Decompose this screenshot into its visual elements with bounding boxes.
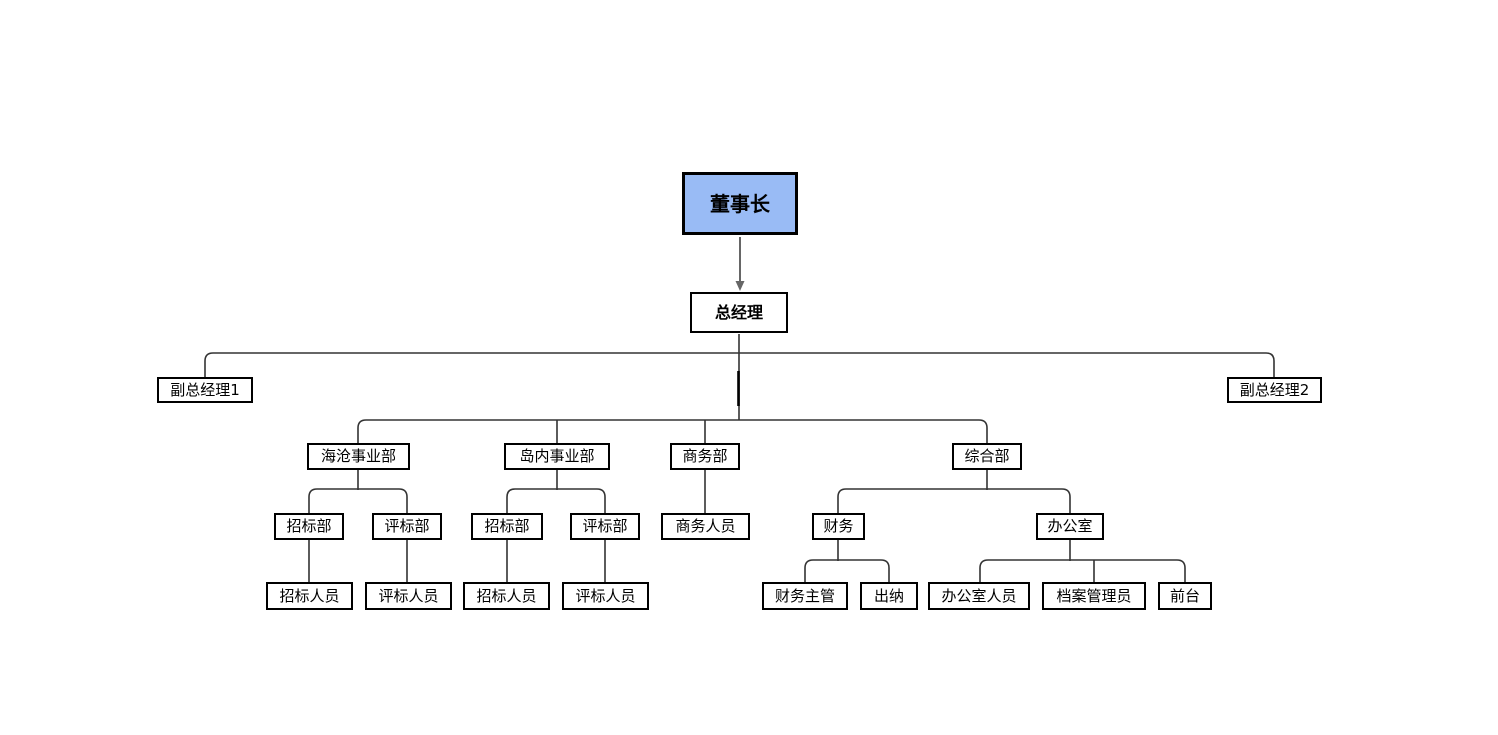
node-finance-supervisor[interactable]: 财务主管 [762,582,848,610]
node-daonei-review-staff-label: 评标人员 [575,586,636,605]
node-office-staff-label: 办公室人员 [941,586,1017,605]
node-daonei-review-dept-label: 评标部 [582,517,628,535]
node-business-dept[interactable]: 商务部 [670,443,740,470]
node-finance-supervisor-label: 财务主管 [774,586,835,605]
node-finance[interactable]: 财务 [812,513,865,540]
connector-office-split [979,540,1186,582]
node-haicang-bidding-dept-label: 招标部 [286,517,332,535]
node-cashier[interactable]: 出纳 [860,582,918,610]
node-front-desk[interactable]: 前台 [1158,582,1212,610]
node-haicang-review-dept-label: 评标部 [384,517,430,535]
arrowhead-down-icon [735,281,745,291]
node-haicang-review-staff-label: 评标人员 [378,586,439,605]
node-daonei-bidding-dept[interactable]: 招标部 [471,513,543,540]
node-archives-admin-label: 档案管理员 [1056,586,1132,605]
node-office-label: 办公室 [1047,517,1093,535]
node-daonei-bidding-staff-label: 招标人员 [476,586,537,605]
node-haicang-division-label: 海沧事业部 [320,447,396,465]
connector-department-rail [357,419,988,443]
node-haicang-bidding-staff-label: 招标人员 [279,586,340,605]
node-daonei-review-staff[interactable]: 评标人员 [562,582,649,610]
node-business-staff-label: 商务人员 [675,517,736,535]
node-general-dept-label: 综合部 [964,447,1010,465]
node-daonei-review-dept[interactable]: 评标部 [570,513,640,540]
node-deputy-gm-1[interactable]: 副总经理1 [157,377,253,403]
node-daonei-bidding-dept-label: 招标部 [484,517,530,535]
connector-haicang-split [308,470,408,513]
node-chairman[interactable]: 董事长 [682,172,798,235]
node-deputy-gm-2-label: 副总经理2 [1239,380,1310,399]
node-business-staff[interactable]: 商务人员 [661,513,750,540]
node-daonei-bidding-staff[interactable]: 招标人员 [463,582,550,610]
connector-finance-split [804,540,890,582]
connector-staff-drops [308,540,606,583]
node-general-dept[interactable]: 综合部 [952,443,1022,470]
node-archives-admin[interactable]: 档案管理员 [1042,582,1146,610]
node-haicang-review-staff[interactable]: 评标人员 [365,582,452,610]
node-daonei-division[interactable]: 岛内事业部 [504,443,610,470]
connector-daonei-split [506,470,606,513]
node-daonei-division-label: 岛内事业部 [519,447,595,465]
node-haicang-bidding-dept[interactable]: 招标部 [274,513,344,540]
node-front-desk-label: 前台 [1169,586,1200,605]
node-office[interactable]: 办公室 [1036,513,1104,540]
node-deputy-gm-2[interactable]: 副总经理2 [1227,377,1322,403]
node-cashier-label: 出纳 [873,586,904,605]
node-haicang-division[interactable]: 海沧事业部 [307,443,410,470]
connector-deputy-rail [204,352,1275,377]
node-general-manager[interactable]: 总经理 [690,292,788,333]
node-deputy-gm-1-label: 副总经理1 [170,380,240,399]
node-finance-label: 财务 [823,517,854,535]
connector-general-dept-split [837,470,1071,513]
node-office-staff[interactable]: 办公室人员 [928,582,1030,610]
node-chairman-label: 董事长 [710,191,770,216]
node-business-dept-label: 商务部 [682,447,728,465]
node-haicang-review-dept[interactable]: 评标部 [372,513,442,540]
node-general-manager-label: 总经理 [714,302,763,322]
node-haicang-bidding-staff[interactable]: 招标人员 [266,582,353,610]
